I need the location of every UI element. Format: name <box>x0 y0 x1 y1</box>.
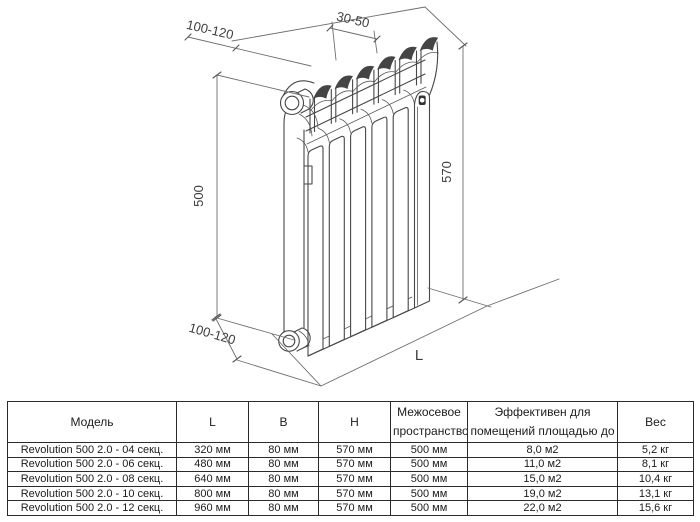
col-header-width: B <box>248 401 319 443</box>
dim-label-section-height: 500 <box>191 185 206 207</box>
table-cell: 15,6 кг <box>617 500 694 516</box>
table-cell: 8,0 м2 <box>467 442 618 458</box>
right-top-curve <box>428 41 439 96</box>
table-cell: 640 мм <box>176 471 249 487</box>
back-rail-line <box>306 86 427 145</box>
radiator-technical-drawing: 100-120 30-50 500 570 100-120 L <box>184 6 560 387</box>
table-cell: 500 мм <box>390 500 468 516</box>
table-cell: Revolution 500 2.0 - 08 секц. <box>7 471 177 487</box>
table-cell: 570 мм <box>318 485 391 502</box>
table-row: Revolution 500 2.0 - 10 секц. 800 мм 80 … <box>7 485 694 502</box>
col-header-model: Модель <box>7 401 177 443</box>
wall-lines <box>231 6 560 387</box>
table-cell: 15,0 м2 <box>467 471 618 487</box>
table-cell: 80 мм <box>248 471 319 487</box>
air-vent-hole <box>419 97 425 103</box>
table-cell: 10,4 кг <box>617 471 694 487</box>
table-cell: 11,0 м2 <box>467 456 618 473</box>
col-header-effective-area: Эффективен для помещений площадью до <box>467 401 618 443</box>
table-cell: Revolution 500 2.0 - 04 секц. <box>7 442 177 458</box>
radiator-body <box>278 36 440 357</box>
dim-label-floor-clearance: 100-120 <box>187 320 237 348</box>
table-cell: 570 мм <box>318 471 391 487</box>
table-cell: 480 мм <box>176 456 249 473</box>
table-row: Revolution 500 2.0 - 06 секц. 480 мм 80 … <box>7 456 694 473</box>
dimension-top-clearance: 30-50 <box>326 9 381 61</box>
mounting-notch <box>303 165 313 185</box>
table-cell: 570 мм <box>318 442 391 458</box>
right-end-panel <box>413 90 431 309</box>
table-cell: 320 мм <box>176 442 249 458</box>
table-cell: 570 мм <box>318 500 391 516</box>
table-cell: Revolution 500 2.0 - 10 секц. <box>7 485 177 502</box>
table-cell: 800 мм <box>176 485 249 502</box>
front-sections <box>307 106 409 357</box>
table-cell: 500 мм <box>390 485 468 502</box>
col-header-axle-spacing: Межосевое пространство <box>390 401 468 443</box>
dimension-length: L <box>320 305 488 387</box>
table-cell: 80 мм <box>248 500 319 516</box>
dimension-overall-height: 570 <box>427 42 492 308</box>
collector-rail-upper <box>305 59 426 118</box>
table-cell: 22,0 м2 <box>467 500 618 516</box>
table-cell: 5,2 кг <box>617 442 694 458</box>
table-cell: 960 мм <box>176 500 249 516</box>
table-row: Revolution 500 2.0 - 04 секц. 320 мм 80 … <box>7 442 694 458</box>
table-cell: 80 мм <box>248 485 319 502</box>
table-row: Revolution 500 2.0 - 12 секц. 960 мм 80 … <box>7 500 694 516</box>
dimension-section-height: 500 <box>191 71 222 322</box>
table-cell: 13,1 кг <box>617 485 694 502</box>
bottom-edge <box>307 307 416 357</box>
table-row: Revolution 500 2.0 - 08 секц. 640 мм 80 … <box>7 471 694 487</box>
collector-rail-lower <box>305 73 426 132</box>
table-header-row: Модель L B H Межосевое пространство Эффе… <box>7 401 694 443</box>
col-header-weight: Вес <box>617 401 694 443</box>
dim-label-length: L <box>415 347 423 364</box>
spec-table: Модель L B H Межосевое пространство Эффе… <box>7 401 694 516</box>
bottom-pipe-connection <box>278 327 311 352</box>
table-cell: 500 мм <box>390 456 468 473</box>
table-cell: 80 мм <box>248 456 319 473</box>
dimension-floor-clearance: 100-120 <box>187 313 295 363</box>
table-cell: 19,0 м2 <box>467 485 618 502</box>
table-cell: 8,1 кг <box>617 456 694 473</box>
table-cell: 80 мм <box>248 442 319 458</box>
table-cell: 500 мм <box>390 471 468 487</box>
col-header-height: H <box>318 401 391 443</box>
dim-label-overall-height: 570 <box>439 161 454 183</box>
table-cell: 500 мм <box>390 442 468 458</box>
col-header-length: L <box>176 401 249 443</box>
top-pipe-connection <box>279 88 314 116</box>
dim-label-top-clearance: 30-50 <box>335 9 371 31</box>
table-cell: Revolution 500 2.0 - 12 секц. <box>7 500 177 516</box>
table-cell: 570 мм <box>318 456 391 473</box>
table-cell: Revolution 500 2.0 - 06 секц. <box>7 456 177 473</box>
